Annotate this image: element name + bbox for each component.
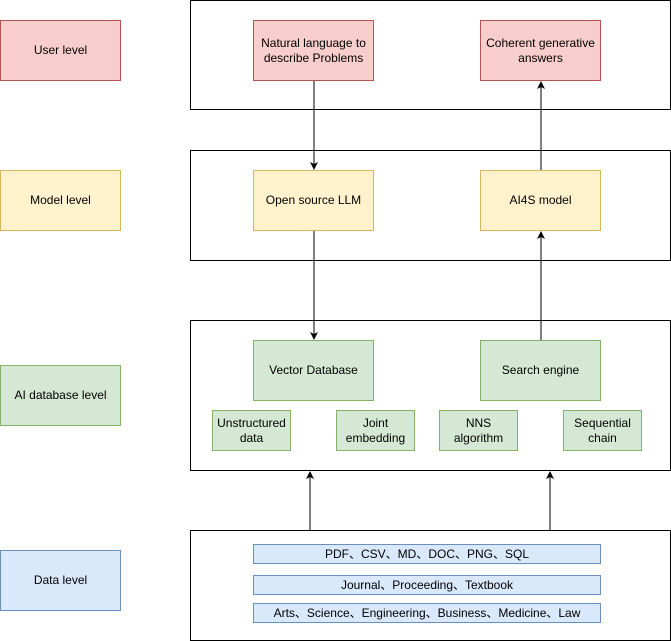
sources-bar: Journal、Proceeding、Textbook — [253, 575, 601, 595]
joint-embedding-text: Joint embedding — [345, 415, 406, 445]
problems-text: Natural language to describe Problems — [261, 35, 366, 65]
file-formats-text: PDF、CSV、MD、DOC、PNG、SQL — [324, 546, 530, 561]
ai-database-level-text: AI database level — [14, 388, 107, 402]
nns-algorithm-text: NNS algorithm — [453, 415, 504, 445]
joint-embedding-box: Joint embedding — [336, 410, 415, 451]
answers-text: Coherent generative answers — [486, 35, 595, 65]
ai4s-model-box: AI4S model — [480, 170, 601, 231]
data-level-label: Data level — [0, 550, 121, 611]
search-engine-box: Search engine — [480, 340, 601, 401]
vector-database-text: Vector Database — [269, 363, 358, 377]
open-source-llm-text: Open source LLM — [265, 193, 362, 207]
ai4s-model-text: AI4S model — [509, 193, 572, 207]
open-source-llm-box: Open source LLM — [253, 170, 374, 231]
answers-box: Coherent generative answers — [480, 20, 601, 81]
sequential-chain-text: Sequential chain — [574, 415, 631, 445]
model-level-label: Model level — [0, 170, 121, 231]
fields-text: Arts、Science、Engineering、Business、Medici… — [273, 605, 581, 620]
unstructured-data-text: Unstructured data — [217, 415, 286, 445]
search-engine-text: Search engine — [501, 363, 580, 377]
model-level-text: Model level — [30, 193, 91, 207]
user-level-text: User level — [33, 43, 88, 57]
unstructured-data-box: Unstructured data — [212, 410, 291, 451]
data-level-text: Data level — [33, 573, 88, 587]
file-formats-bar: PDF、CSV、MD、DOC、PNG、SQL — [253, 544, 601, 564]
vector-database-box: Vector Database — [253, 340, 374, 401]
problems-box: Natural language to describe Problems — [253, 20, 374, 81]
sources-text: Journal、Proceeding、Textbook — [340, 577, 514, 592]
ai-database-level-label: AI database level — [0, 365, 121, 426]
fields-bar: Arts、Science、Engineering、Business、Medici… — [253, 603, 601, 623]
user-level-label: User level — [0, 20, 121, 81]
sequential-chain-box: Sequential chain — [563, 410, 642, 451]
nns-algorithm-box: NNS algorithm — [439, 410, 518, 451]
